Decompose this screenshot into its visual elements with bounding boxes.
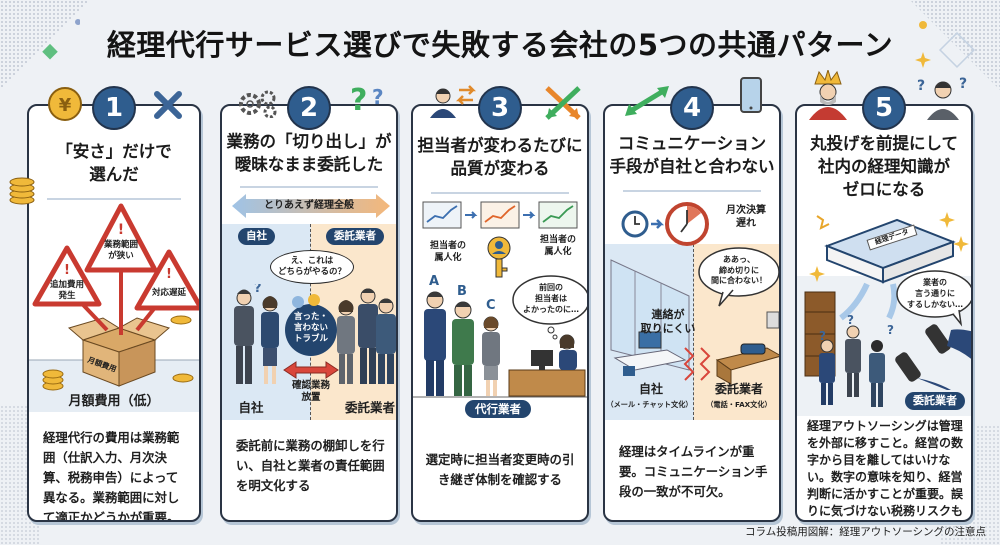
gears-icon — [239, 90, 277, 118]
people-illustration: ? — [234, 284, 396, 384]
decorative-shapes — [42, 19, 80, 60]
vendor-subcaption: （電話・FAX文化） — [706, 400, 772, 409]
svg-text:?: ? — [847, 313, 854, 327]
confused-person-icon: ? ? — [917, 76, 967, 120]
warning-label-slow-response: 対応遅延 — [151, 288, 186, 298]
pattern-panel-3: 担当者が変わるたびに 品質が変わる — [411, 85, 589, 522]
illustration-unclear-scope: とりあえず経理全般 自社 委託業者 え、これは どちらがやるの？ ? — [222, 194, 396, 420]
arrow-label: 確認業務 放置 — [291, 380, 330, 403]
king-icon — [809, 70, 847, 120]
vendor-tag: 代行業者 — [465, 400, 531, 418]
thought-bubble: 前回の 担当者は よかったのに… — [523, 283, 579, 314]
number-badge: 5 — [862, 86, 906, 130]
client-caption: 自社 — [638, 382, 663, 396]
person-swap-icon — [430, 85, 477, 118]
double-arrow-banner — [232, 194, 390, 218]
banner-label: とりあえず経理全般 — [264, 200, 354, 211]
trouble-label: 言った・ 言わない トラブル — [293, 312, 328, 344]
decorative-shapes — [915, 21, 976, 69]
illustration-cheap-choice: ! ! ! 業務範囲 が狭い 追加費用 発生 対応遅延 月額費用 月額費用（低） — [29, 200, 199, 412]
svg-text:?: ? — [887, 323, 894, 337]
svg-text:?: ? — [819, 329, 826, 343]
pattern-panel-5: 丸投げを前提にして 社内の経理知識が ゼロになる — [795, 70, 973, 522]
double-arrow-icon — [625, 86, 669, 116]
panel-description: 選定時に担当者変更時の引き継ぎ体制を確認する — [425, 452, 575, 487]
panel-title: 担当者が変わるたびに 品質が変わる — [417, 136, 583, 178]
panel-description: 経理はタイムラインが重要。コミュニケーション手段の一致が不可欠。 — [619, 444, 768, 499]
question-icon: ? ? — [350, 83, 384, 116]
svg-text:!: ! — [64, 263, 70, 278]
panel-description: 経理アウトソーシングは管理を外部に移すこと。経営の数字から目を離してはいけない。… — [807, 419, 964, 518]
illustration-staff-change: 担当者の 属人化 担当者の 属人化 A B C 前回の 担当者は よかったのに…… — [413, 200, 587, 420]
warning-label-narrow-scope: 業務範囲 が狭い — [103, 240, 138, 261]
communication-label: 連絡が 取りにくい — [640, 308, 696, 335]
pattern-panel-2: 業務の「切り出し」が 曖昧なまま委託した とりあえず経理全般 自社 委託業者 え… — [220, 83, 398, 522]
panel-title: コミュニケーション 手段が自社と合わない — [609, 134, 775, 176]
divider — [240, 186, 378, 188]
coin-stack-icon — [9, 177, 35, 205]
note-left: 担当者の 属人化 — [429, 241, 466, 263]
office-illustration — [610, 202, 779, 385]
monthly-fee-caption: 月額費用（低） — [68, 394, 160, 409]
svg-text:?: ? — [254, 284, 262, 296]
vendor-tag: 委託業者 — [326, 228, 384, 245]
panel-title: 「安さ」だけで 選んだ — [56, 142, 172, 184]
yen-coin-icon: ¥ — [48, 87, 82, 121]
panel-title: 業務の「切り出し」が 曖昧なまま委託した — [226, 132, 392, 174]
footer-caption: コラム投稿用図解：経理アウトソーシングの注意点 — [745, 526, 986, 538]
ledger-illustration: ? ? ? — [804, 212, 971, 407]
client-caption: 自社 — [238, 400, 264, 415]
note-right: 担当者の 属人化 — [539, 235, 576, 257]
crossing-arrows-icon — [545, 86, 581, 120]
svg-text:!: ! — [166, 267, 172, 282]
speech-bubble: 業者の 言う通りに するしかない… — [907, 278, 963, 309]
vendor-tag: 委託業者 — [905, 392, 965, 410]
client-tag: 自社 — [238, 228, 275, 245]
svg-text:¥: ¥ — [59, 95, 72, 116]
panel-description: 経理代行の費用は業務範囲（仕訳入力、月次決算、税務申告）によって異なる。業務範囲… — [43, 430, 180, 520]
divider — [431, 192, 569, 194]
number-badge: 1 — [92, 86, 136, 130]
warning-box-illustration: ! ! ! — [29, 203, 199, 412]
number-badge: 2 — [287, 86, 331, 130]
panel-title: 丸投げを前提にして 社内の経理知識が ゼロになる — [809, 134, 958, 199]
vendor-caption: 委託業者 — [344, 400, 395, 415]
warning-label-extra-cost: 追加費用 発生 — [49, 280, 84, 301]
divider — [47, 198, 181, 200]
number-badge: 4 — [670, 86, 714, 130]
speech-bubble: ああっ、 締め切りに 間に合わない！ — [711, 255, 767, 285]
illustration-full-outsourcing: ? ? ? 経理データ 業者の 言う通りに するしかない… 委託業者 — [797, 206, 971, 416]
clock-label: 月次決算 遅れ — [726, 205, 766, 229]
cross-icon — [154, 91, 182, 119]
svg-text:?: ? — [917, 78, 925, 94]
number-badge: 3 — [478, 86, 522, 130]
speech-bubble: え、これは どちらがやるの？ — [270, 250, 354, 284]
svg-text:?: ? — [959, 76, 967, 92]
divider — [623, 190, 761, 192]
smartphone-icon — [740, 77, 762, 113]
svg-text:?: ? — [372, 85, 384, 109]
vendor-caption: 委託業者 — [714, 382, 763, 396]
staff-change-illustration — [413, 201, 587, 398]
illustration-communication-gap: 月次決算 遅れ ああっ、 締め切りに 間に合わない！ 連絡が 取りにくい 自社 … — [605, 200, 779, 420]
client-subcaption: （メール・チャット文化） — [606, 400, 693, 409]
person-c-label: C — [486, 298, 496, 313]
person-b-label: B — [457, 284, 467, 299]
svg-text:!: ! — [118, 222, 124, 238]
svg-text:?: ? — [350, 83, 367, 116]
panel-description: 委託前に業務の棚卸しを行い、自社と業者の責任範囲を明文化する — [236, 438, 385, 493]
pattern-panel-4: コミュニケーション 手段が自社と合わない — [603, 77, 781, 522]
pattern-panel-1: 「安さ」だけで 選んだ ! ! ! — [9, 86, 201, 522]
person-a-label: A — [429, 274, 440, 289]
page-title: 経理代行サービス選びで失敗する会社の5つの共通パターン — [106, 28, 894, 62]
